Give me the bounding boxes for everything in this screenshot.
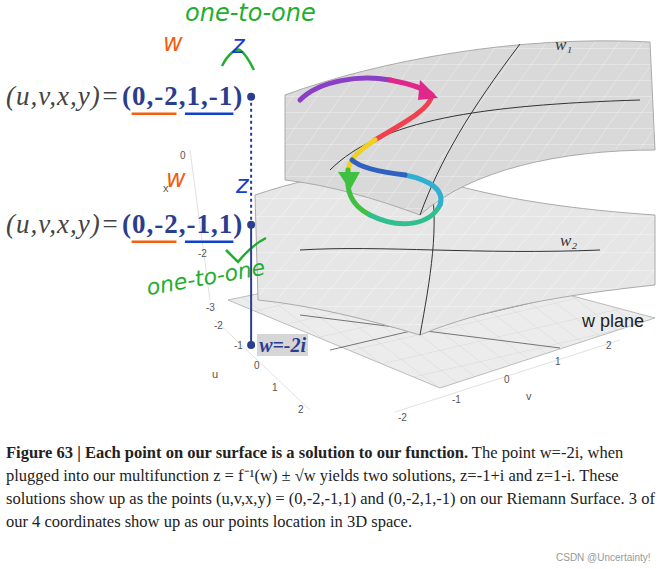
tick-label: -2 bbox=[198, 248, 207, 259]
tick-label: -3 bbox=[206, 302, 215, 313]
tick-label: -2 bbox=[398, 412, 407, 423]
point-label: w=-2i bbox=[257, 334, 308, 356]
coordinate-value: (0,-2,1,-1) bbox=[122, 82, 243, 112]
tick-label: 0 bbox=[180, 150, 186, 161]
tick-label: 0 bbox=[254, 360, 260, 371]
tick-label: -1 bbox=[452, 394, 461, 405]
axis-label: u bbox=[212, 368, 218, 380]
annotation-note: one-to-one bbox=[145, 256, 267, 301]
annotation-letter: z bbox=[236, 172, 249, 198]
annotation-note: one-to-one bbox=[185, 0, 316, 26]
caption-title: Figure 63 | Each point on our surface is… bbox=[6, 443, 468, 462]
axis-label: v bbox=[526, 390, 532, 402]
tick-label: 2 bbox=[606, 340, 612, 351]
tick-label: 1 bbox=[272, 382, 278, 393]
watermark: CSDN @Uncertainty! bbox=[556, 552, 651, 563]
figure-caption: Figure 63 | Each point on our surface is… bbox=[6, 441, 662, 533]
plane-label: w plane bbox=[582, 312, 644, 332]
annotation-letter: w bbox=[166, 166, 186, 192]
sheet-label: w₁ bbox=[555, 36, 572, 55]
tick-label: 0 bbox=[504, 374, 510, 385]
coordinate-label: (u,v,x,y)= bbox=[6, 82, 120, 112]
coordinate-label: (u,v,x,y)= bbox=[6, 210, 120, 240]
tick-label: 2 bbox=[298, 404, 304, 415]
annotation-letter: w bbox=[163, 30, 183, 56]
annotation-letter: z bbox=[232, 32, 245, 58]
coordinate-value: (0,-2,-1,1) bbox=[122, 210, 243, 240]
tick-label: -1 bbox=[234, 340, 243, 351]
tick-label: 1 bbox=[555, 356, 561, 367]
sheet-label: w₂ bbox=[560, 232, 577, 251]
tick-label: -2 bbox=[214, 320, 223, 331]
